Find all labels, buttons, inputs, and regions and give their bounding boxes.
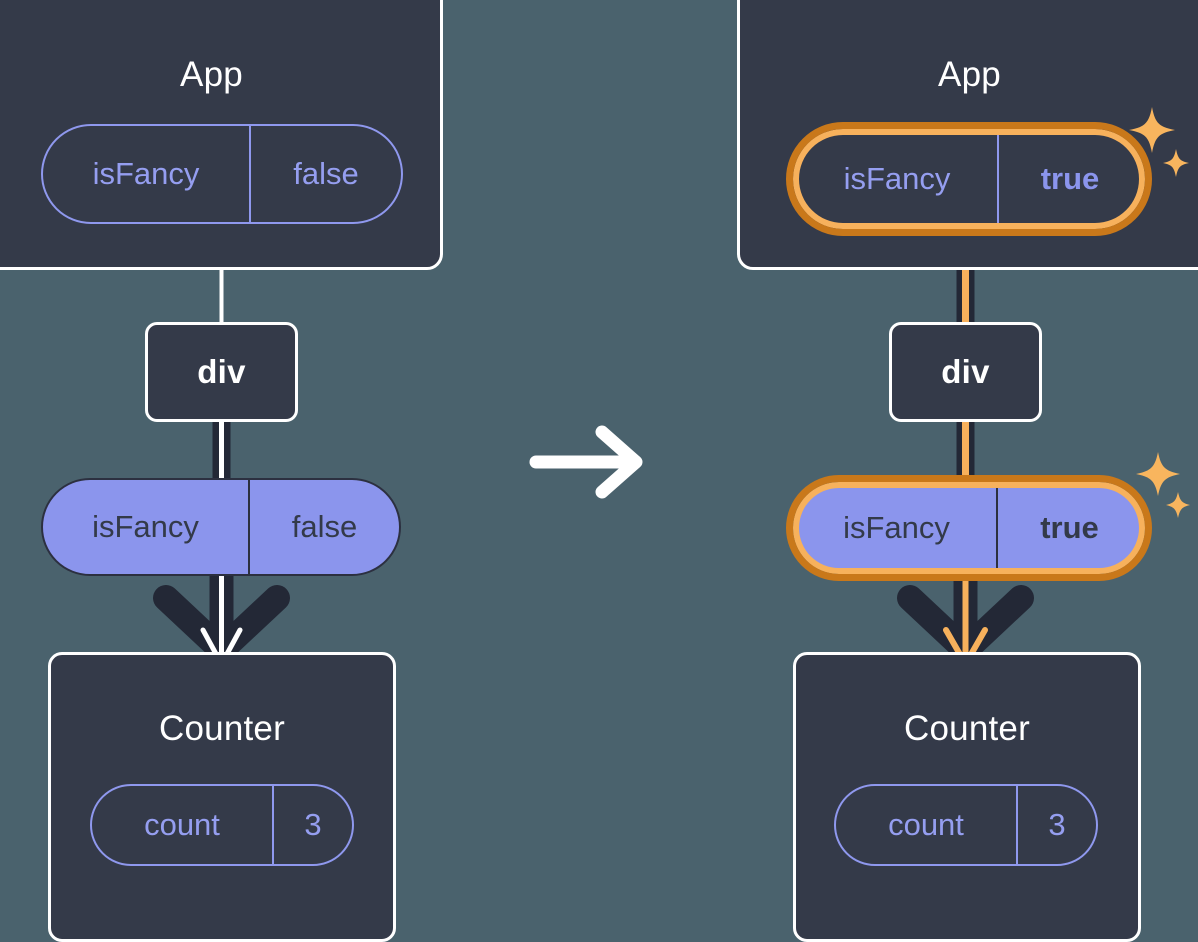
app-state-pill-before: isFancy false [41, 124, 403, 224]
prop-pill-key-after: isFancy [843, 510, 950, 545]
prop-pill-key-before: isFancy [92, 509, 199, 544]
app-state-pill-value-after: true [997, 133, 1141, 225]
counter-state-pill-key-before: count [144, 807, 220, 842]
app-state-pill-after: isFancy true [795, 131, 1143, 227]
div-node-label-before: div [197, 353, 246, 390]
div-node-label-after: div [941, 353, 990, 390]
connector-layer [153, 210, 1034, 667]
counter-state-pill-after: count 3 [834, 784, 1098, 866]
counter-state-pill-value-before: 3 [272, 786, 352, 864]
counter-title-after: Counter [904, 709, 1030, 748]
prop-pill-value-before: false [248, 480, 399, 574]
counter-state-pill-before: count 3 [90, 784, 354, 866]
counter-state-pill-value-after: 3 [1016, 786, 1096, 864]
app-state-pill-value-before: false [249, 126, 401, 222]
prop-pill-after: isFancy true [795, 484, 1143, 572]
div-node-before: div [145, 322, 298, 422]
app-title-after: App [938, 55, 1001, 94]
app-state-pill-key-before: isFancy [92, 156, 200, 191]
div-node-after: div [889, 322, 1042, 422]
prop-pill-value-after: true [996, 486, 1141, 570]
app-title-before: App [180, 55, 243, 94]
prop-pill-before: isFancy false [41, 478, 401, 576]
counter-state-pill-key-after: count [888, 807, 964, 842]
app-state-pill-key-after: isFancy [843, 161, 951, 196]
transition-arrow-icon [529, 425, 643, 499]
counter-title-before: Counter [159, 709, 285, 748]
